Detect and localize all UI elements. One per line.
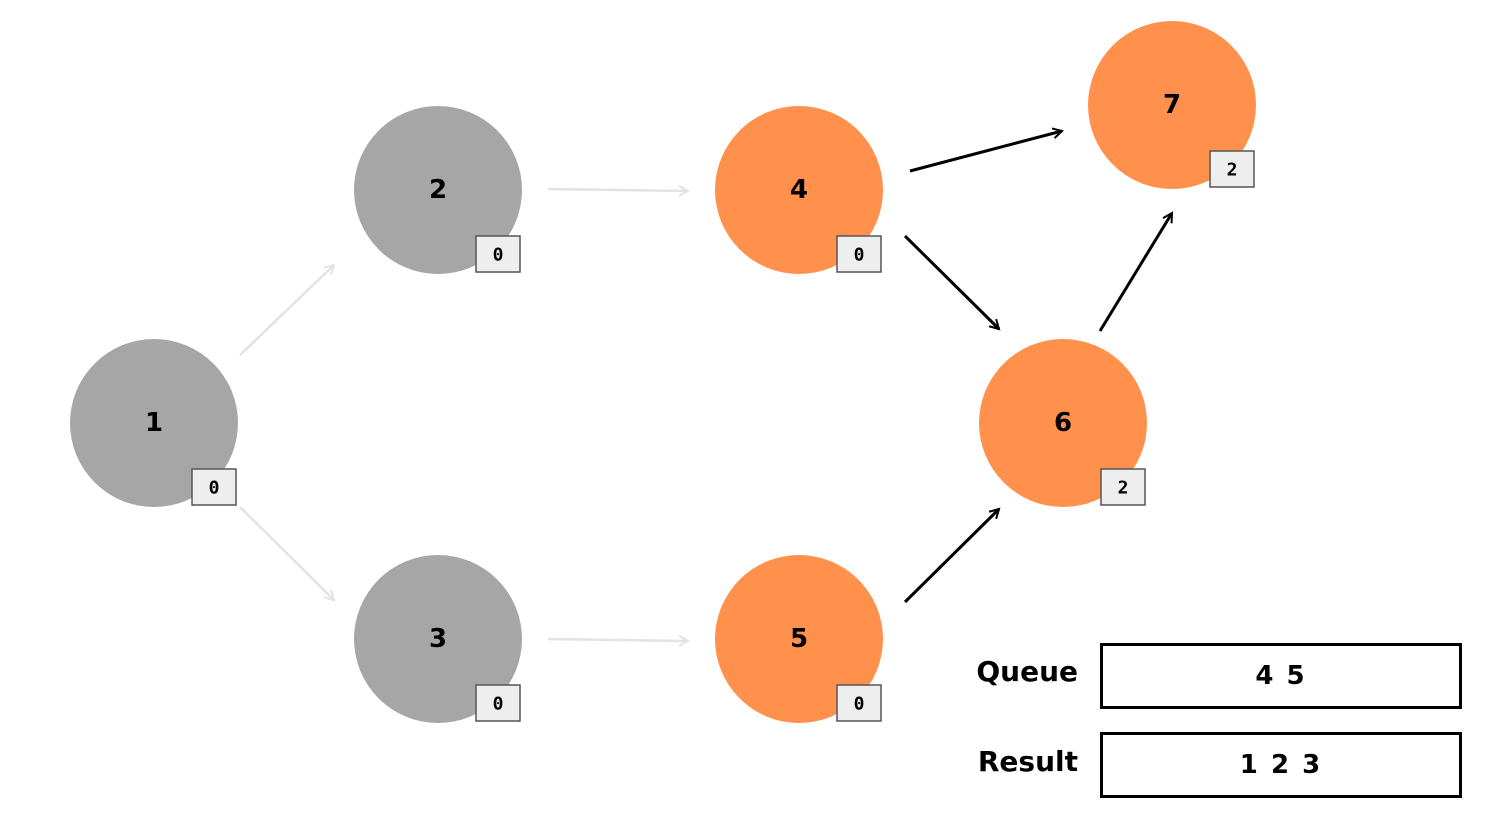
edge-1-to-2 <box>239 265 334 356</box>
node-2: 20 <box>354 106 522 274</box>
result-label: Result <box>977 745 1078 778</box>
indegree-badge-6 <box>1100 468 1146 506</box>
edge-3-to-5 <box>547 639 688 641</box>
indegree-value-1: 0 <box>209 478 220 499</box>
node-circle-7 <box>1088 21 1256 189</box>
node-label-2: 2 <box>429 175 447 205</box>
edge-2-to-4 <box>547 189 688 191</box>
indegree-value-3: 0 <box>493 694 504 715</box>
indegree-badge-2 <box>475 235 521 273</box>
indegree-badge-4 <box>836 235 882 273</box>
node-circle-5 <box>715 555 883 723</box>
result-box: 1 2 3 <box>1100 732 1462 798</box>
node-1: 10 <box>70 339 238 507</box>
edge-6-to-7 <box>1098 213 1174 332</box>
node-4: 40 <box>715 106 883 274</box>
node-3: 30 <box>354 555 522 723</box>
node-label-1: 1 <box>145 408 163 438</box>
indegree-badge-3 <box>475 684 521 722</box>
node-circle-2 <box>354 106 522 274</box>
node-label-6: 6 <box>1054 408 1072 438</box>
node-7: 72 <box>1088 21 1256 189</box>
edge-4-to-7 <box>909 131 1062 173</box>
indegree-badge-5 <box>836 684 882 722</box>
node-label-3: 3 <box>429 624 447 654</box>
indegree-badge-7 <box>1209 150 1255 188</box>
indegree-value-7: 2 <box>1227 160 1238 181</box>
node-circle-4 <box>715 106 883 274</box>
node-5: 50 <box>715 555 883 723</box>
indegree-value-6: 2 <box>1118 478 1129 499</box>
node-circle-6 <box>979 339 1147 507</box>
queue-label: Queue <box>976 655 1078 688</box>
queue-box: 4 5 <box>1100 643 1462 709</box>
edge-1-to-3 <box>239 506 334 600</box>
node-label-5: 5 <box>790 624 808 654</box>
node-circle-1 <box>70 339 238 507</box>
edge-5-to-6 <box>903 509 999 604</box>
node-label-4: 4 <box>790 175 808 205</box>
indegree-value-5: 0 <box>854 694 865 715</box>
node-label-7: 7 <box>1163 90 1181 120</box>
indegree-value-4: 0 <box>854 245 865 266</box>
node-6: 62 <box>979 339 1147 507</box>
edge-4-to-6 <box>903 234 999 329</box>
node-circle-3 <box>354 555 522 723</box>
indegree-badge-1 <box>191 468 237 506</box>
indegree-value-2: 0 <box>493 245 504 266</box>
